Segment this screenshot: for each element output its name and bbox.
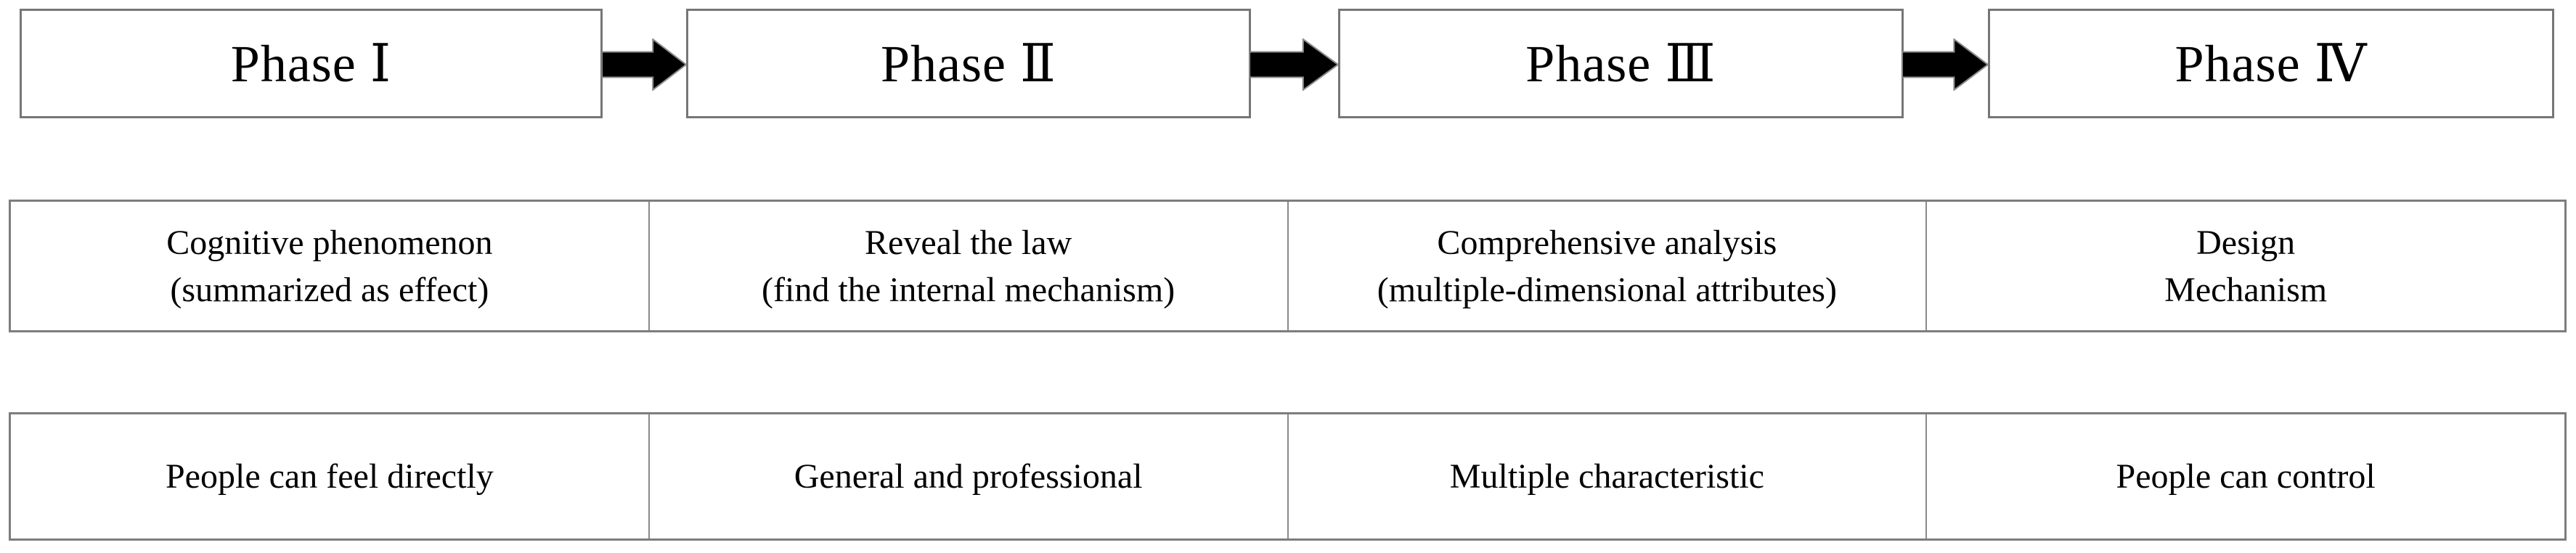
arrow-right-icon xyxy=(1250,38,1339,91)
characteristic-row: People can feel directly General and pro… xyxy=(9,412,2567,541)
description-cell-4-line-2: Mechanism xyxy=(2164,270,2328,309)
characteristic-cell-3-text: Multiple characteristic xyxy=(1449,457,1764,496)
characteristic-cell-4-text: People can control xyxy=(2116,457,2376,496)
arrow-right-icon xyxy=(602,38,687,91)
phase-box-2: Phase Ⅱ xyxy=(686,9,1251,118)
description-cell-1: Cognitive phenomenon (summarized as effe… xyxy=(11,202,648,330)
arrow-right-icon xyxy=(1902,38,1989,91)
phase-1-label: Phase Ⅰ xyxy=(230,35,392,93)
description-cell-3-line-1: Comprehensive analysis xyxy=(1437,223,1777,262)
phase-3-label: Phase Ⅲ xyxy=(1525,35,1716,93)
phase-box-4: Phase Ⅳ xyxy=(1988,9,2554,118)
characteristic-cell-4: People can control xyxy=(1925,414,2564,538)
description-cell-1-line-2: (summarized as effect) xyxy=(170,270,489,309)
characteristic-cell-2-text: General and professional xyxy=(794,457,1143,496)
phase-box-3: Phase Ⅲ xyxy=(1338,9,1904,118)
description-cell-3-line-2: (multiple-dimensional attributes) xyxy=(1377,270,1837,309)
characteristic-cell-2: General and professional xyxy=(648,414,1287,538)
description-cell-3: Comprehensive analysis (multiple-dimensi… xyxy=(1287,202,1926,330)
description-cell-1-line-1: Cognitive phenomenon xyxy=(166,223,493,262)
description-cell-4-line-1: Design xyxy=(2196,223,2296,262)
characteristic-cell-1-text: People can feel directly xyxy=(165,457,494,496)
phase-2-label: Phase Ⅱ xyxy=(881,35,1056,93)
description-cell-2-line-1: Reveal the law xyxy=(865,223,1072,262)
description-cell-4: Design Mechanism xyxy=(1925,202,2564,330)
description-row: Cognitive phenomenon (summarized as effe… xyxy=(9,200,2567,332)
phase-box-1: Phase Ⅰ xyxy=(20,9,603,118)
characteristic-cell-1: People can feel directly xyxy=(11,414,648,538)
characteristic-cell-3: Multiple characteristic xyxy=(1287,414,1926,538)
description-cell-2-line-2: (find the internal mechanism) xyxy=(762,270,1175,309)
phase-4-label: Phase Ⅳ xyxy=(2174,35,2368,93)
description-cell-2: Reveal the law (find the internal mechan… xyxy=(648,202,1287,330)
